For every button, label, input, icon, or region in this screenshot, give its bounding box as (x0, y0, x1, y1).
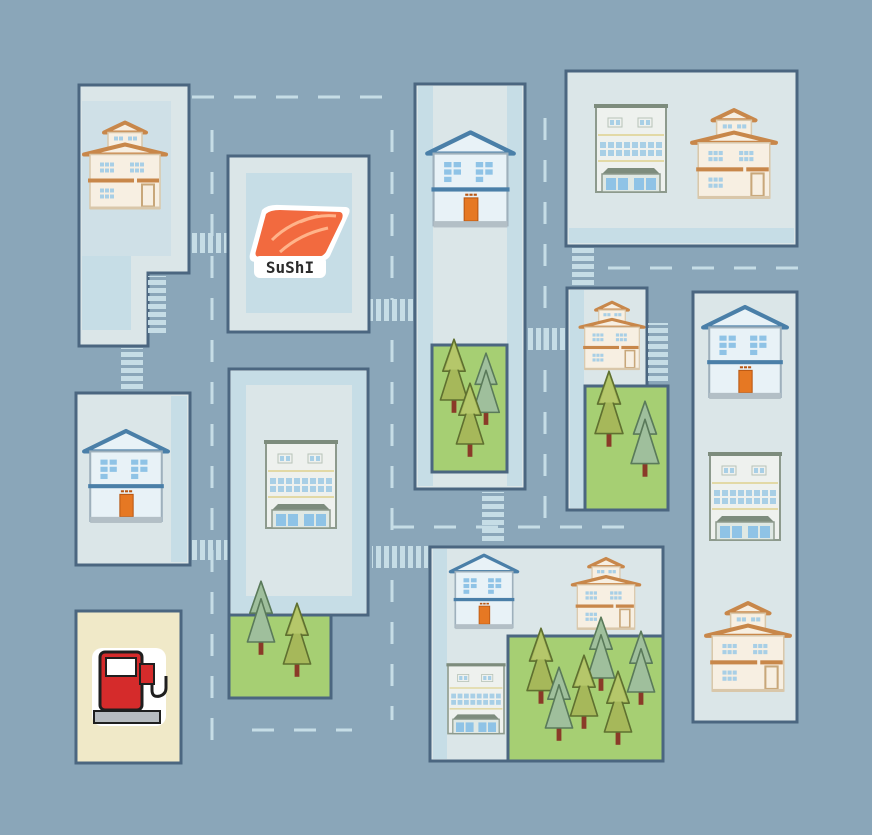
park (227, 613, 333, 700)
block-left-middle (74, 391, 192, 567)
block-top-right (564, 69, 799, 248)
block-bottom-middle (428, 545, 665, 763)
sushi-sign-label: SuShI (266, 258, 314, 277)
sushi-sign[interactable]: SuShI (249, 204, 350, 278)
blue-roof-house-icon (703, 307, 787, 399)
block-center-left (227, 367, 370, 700)
block-top-left (77, 83, 191, 348)
blue-roof-house-icon (448, 553, 520, 631)
fuel-pump-icon[interactable] (92, 648, 168, 726)
blue-roof-house-icon (427, 132, 514, 227)
blue-roof-house-icon (84, 431, 168, 523)
storefront-building-icon (706, 450, 784, 542)
salmon-nigiri-icon (249, 204, 350, 262)
storefront-building-icon (445, 662, 507, 735)
block-center-tall (413, 82, 527, 491)
block-far-right (691, 290, 799, 724)
crosswalks (121, 233, 594, 568)
storefront-building-icon (592, 102, 670, 194)
storefront-building-icon (262, 438, 340, 530)
block-right-small (565, 286, 670, 512)
block-sushi (226, 154, 371, 334)
